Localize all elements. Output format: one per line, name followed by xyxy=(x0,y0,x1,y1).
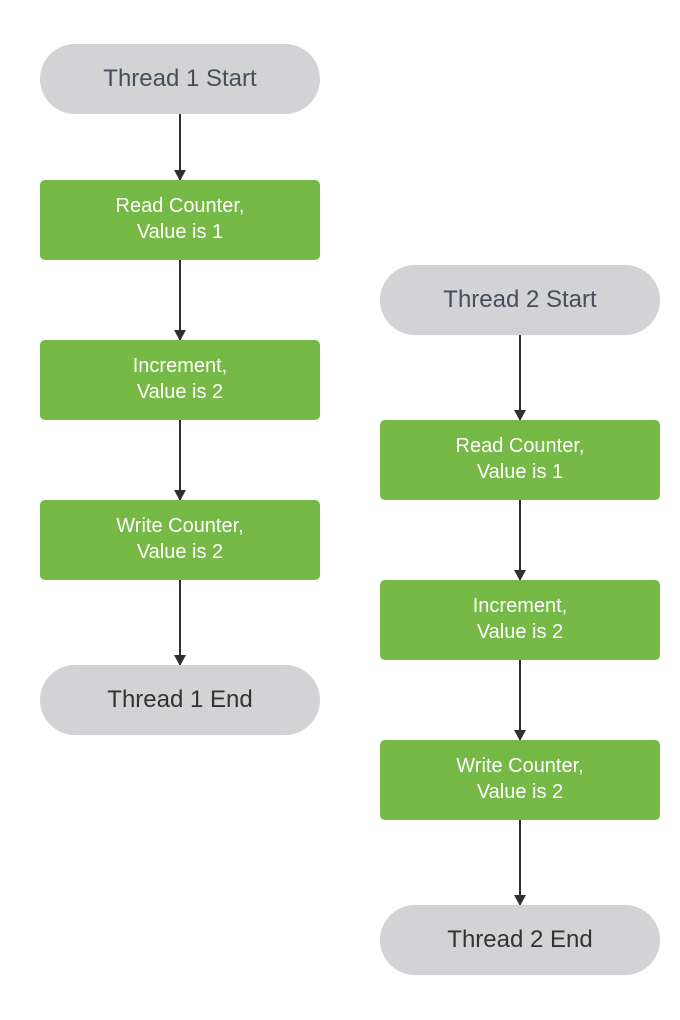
connector-t2-start-to-read xyxy=(519,335,521,420)
node-label: Read Counter, Value is 1 xyxy=(455,435,585,483)
node-label: Thread 1 End xyxy=(107,686,253,714)
node-label: Thread 2 Start xyxy=(443,286,597,314)
node-label: Thread 1 Start xyxy=(103,65,257,93)
node-thread-2-start[interactable]: Thread 2 Start xyxy=(380,265,660,335)
connector-t1-write-to-end xyxy=(179,580,181,665)
connector-t1-increment-to-write xyxy=(179,420,181,500)
lane-thread-1: Thread 1 Start Read Counter, Value is 1 … xyxy=(0,0,340,1020)
node-thread-1-read-counter[interactable]: Read Counter, Value is 1 xyxy=(40,180,320,260)
node-thread-2-end[interactable]: Thread 2 End xyxy=(380,905,660,975)
node-label: Thread 2 End xyxy=(447,926,593,954)
node-label: Write Counter, Value is 2 xyxy=(116,515,244,563)
connector-t2-increment-to-write xyxy=(519,660,521,740)
node-thread-1-increment[interactable]: Increment, Value is 2 xyxy=(40,340,320,420)
connector-t1-start-to-read xyxy=(179,114,181,180)
connector-t2-read-to-increment xyxy=(519,500,521,580)
node-label: Write Counter, Value is 2 xyxy=(456,755,584,803)
node-label: Increment, Value is 2 xyxy=(132,355,228,403)
node-thread-1-end[interactable]: Thread 1 End xyxy=(40,665,320,735)
node-thread-2-write-counter[interactable]: Write Counter, Value is 2 xyxy=(380,740,660,820)
node-thread-1-start[interactable]: Thread 1 Start xyxy=(40,44,320,114)
node-thread-1-write-counter[interactable]: Write Counter, Value is 2 xyxy=(40,500,320,580)
node-thread-2-increment[interactable]: Increment, Value is 2 xyxy=(380,580,660,660)
lane-thread-2: Thread 2 Start Read Counter, Value is 1 … xyxy=(340,0,680,1020)
node-label: Read Counter, Value is 1 xyxy=(115,195,245,243)
node-label: Increment, Value is 2 xyxy=(472,595,568,643)
node-thread-2-read-counter[interactable]: Read Counter, Value is 1 xyxy=(380,420,660,500)
connector-t2-write-to-end xyxy=(519,820,521,905)
connector-t1-read-to-increment xyxy=(179,260,181,340)
